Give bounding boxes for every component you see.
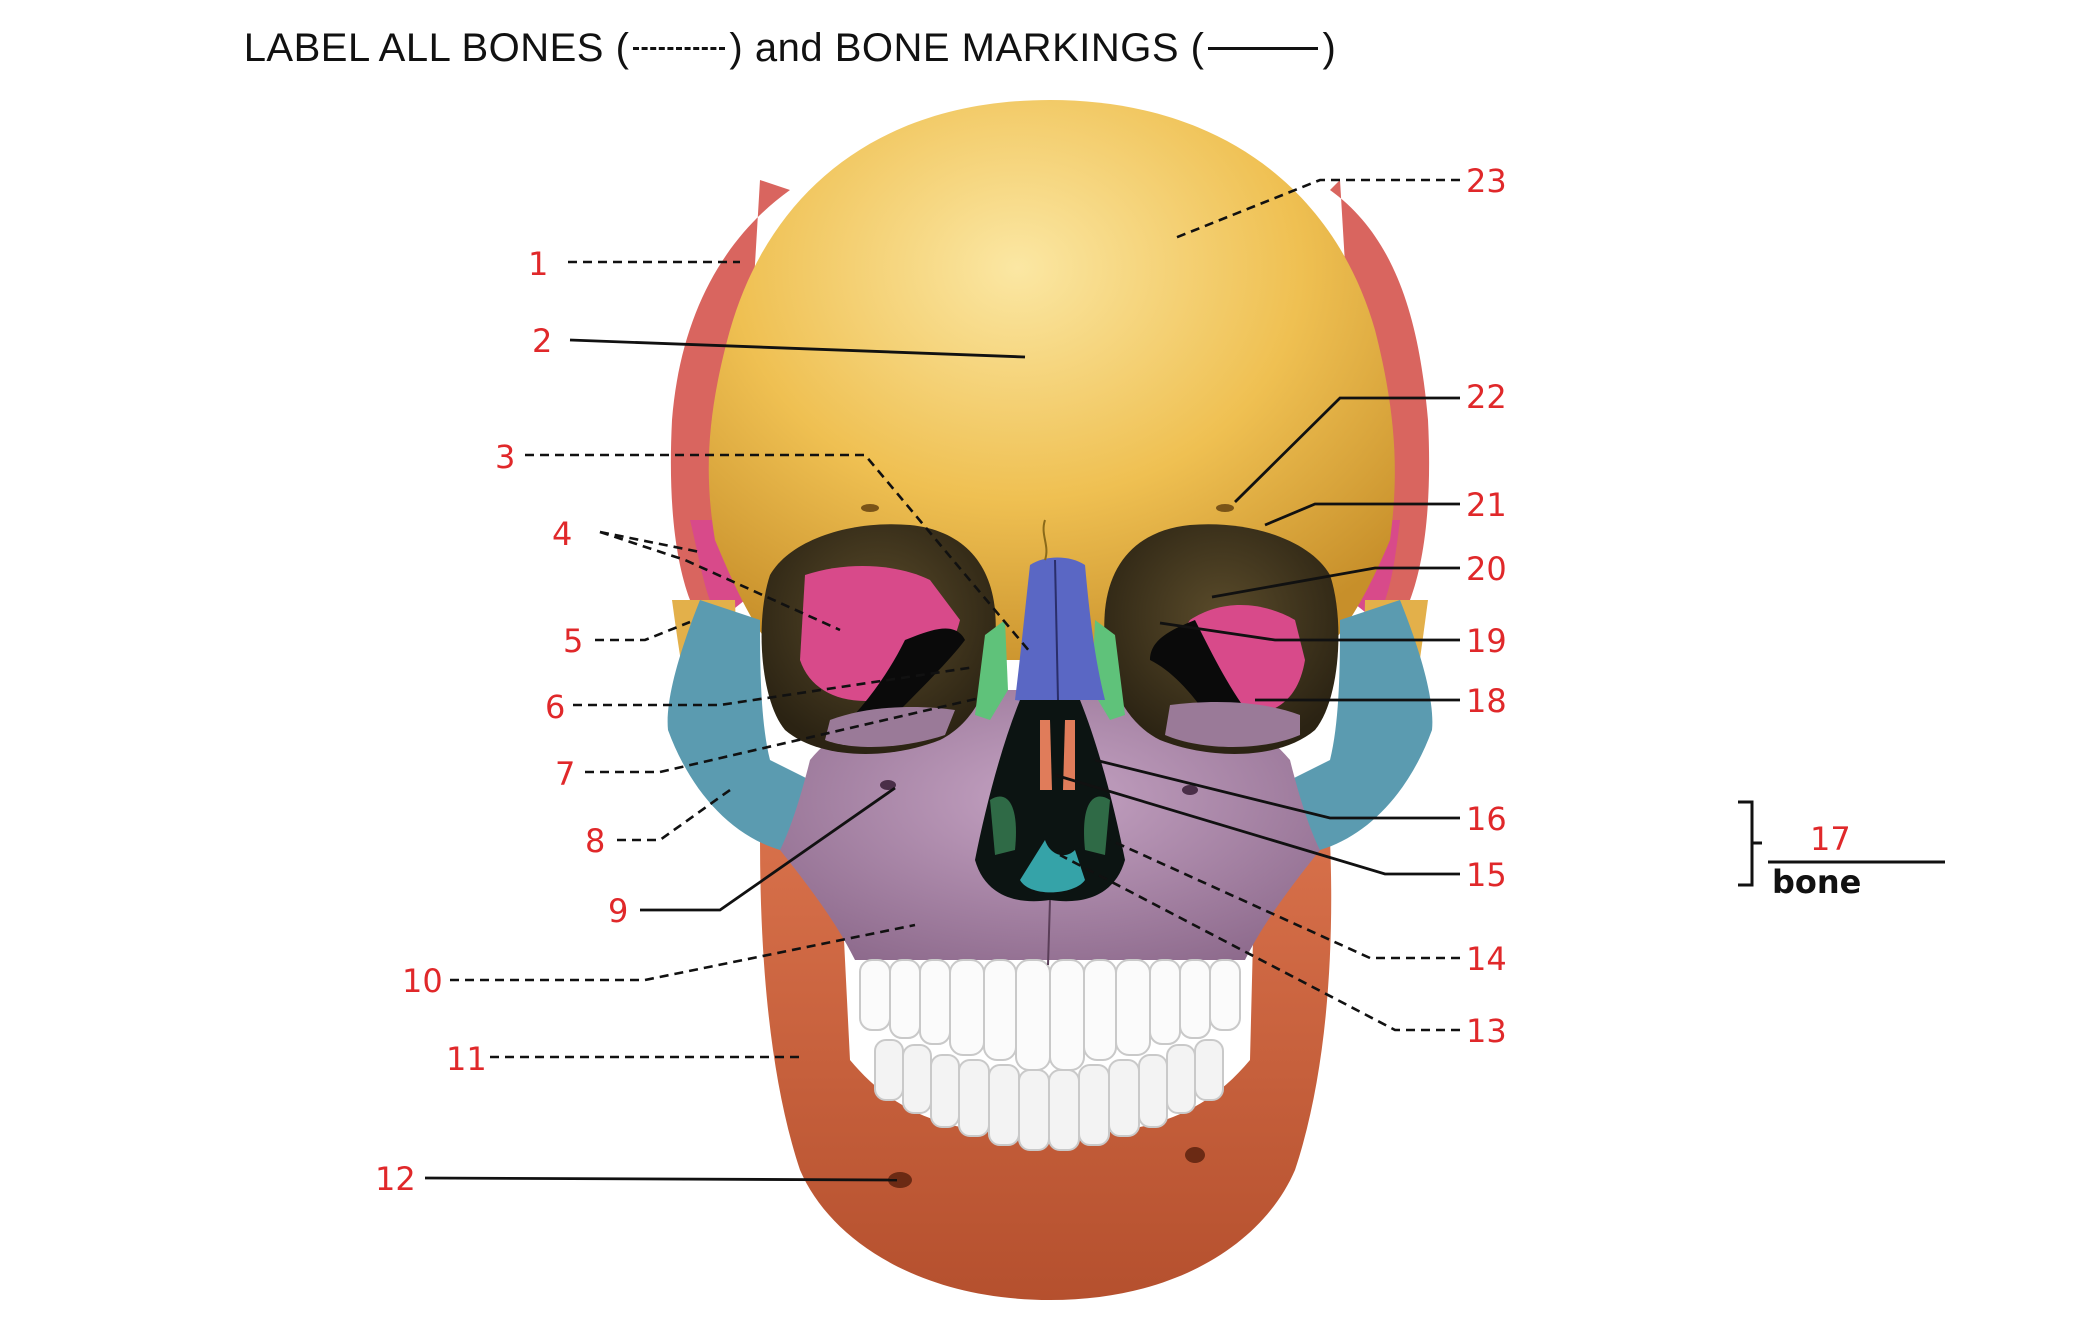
label-12: 12 [375, 1160, 416, 1198]
leader-23 [1174, 178, 1460, 240]
supraorbital-notch-left [861, 504, 879, 512]
intermaxillary-suture [1047, 899, 1051, 966]
label-1: 1 [528, 245, 548, 283]
label-6: 6 [545, 688, 565, 726]
label-21: 21 [1466, 486, 1507, 524]
title-part-1: LABEL ALL BONES ( [243, 26, 630, 70]
leader-5 [595, 620, 691, 642]
nasal-bones [1015, 557, 1105, 705]
leader-21 [1264, 502, 1460, 527]
solid-line-sample [1208, 46, 1319, 50]
label-8: 8 [585, 822, 605, 860]
upper-teeth [859, 959, 1241, 1071]
lower-teeth [874, 1039, 1224, 1151]
nasal-suture [1054, 559, 1059, 701]
label-18: 18 [1466, 682, 1507, 720]
leader-7 [585, 696, 981, 774]
leader-14 [1109, 838, 1460, 960]
skull-illustration [667, 100, 1433, 1300]
orbit-floor-right [1165, 702, 1300, 748]
leader-2 [569, 338, 1026, 359]
infraorbital-foramen-right [1182, 785, 1198, 795]
title-part-2: ) and BONE MARKINGS ( [729, 26, 1205, 70]
supraorbital-notch-right [1216, 504, 1234, 512]
leader-10 [450, 923, 916, 982]
label-2: 2 [532, 322, 552, 360]
label-11: 11 [446, 1040, 487, 1078]
bracket-17: 17 bone [1738, 800, 1945, 901]
label-20: 20 [1466, 550, 1507, 588]
zygomatic-right [1260, 600, 1433, 850]
diagram-title: LABEL ALL BONES ( ) and BONE MARKINGS () [0, 26, 1580, 71]
frontal-bone [708, 100, 1395, 660]
bracket [1738, 800, 1762, 887]
lacrimal-left [975, 620, 1008, 720]
bracket-caption: bone [1772, 863, 1861, 901]
inferior-concha-left [1040, 720, 1052, 790]
inferior-concha-right [1063, 720, 1075, 790]
leader-16 [1094, 758, 1460, 820]
label-17: 17 [1810, 820, 1851, 858]
leader-4a [599, 530, 841, 632]
leader-3 [525, 453, 1031, 653]
label-16: 16 [1466, 800, 1507, 838]
leader-22 [1234, 396, 1460, 503]
label-3: 3 [495, 438, 515, 476]
leader-15 [1054, 773, 1460, 876]
label-19: 19 [1466, 622, 1507, 660]
title-part-3: ) [1322, 26, 1337, 70]
label-15: 15 [1466, 856, 1507, 894]
label-10: 10 [402, 962, 443, 1000]
label-13: 13 [1466, 1012, 1507, 1050]
zygomatic-left [667, 600, 840, 850]
middle-concha-left [990, 796, 1016, 855]
glabella-suture [1042, 519, 1048, 561]
label-23: 23 [1466, 162, 1507, 200]
leader-6 [573, 665, 976, 707]
leader-20 [1211, 566, 1460, 599]
label-14: 14 [1466, 940, 1507, 978]
label-4: 4 [552, 515, 572, 553]
leader-19 [1159, 621, 1460, 642]
orbit-floor-left [825, 707, 955, 747]
mental-foramen-left [888, 1172, 912, 1188]
nasal-cavity [975, 700, 1125, 902]
dashed-line-sample [633, 46, 726, 50]
mental-foramen-right [1185, 1147, 1205, 1163]
leader-4b [599, 530, 701, 554]
label-9: 9 [608, 892, 628, 930]
middle-concha-right [1084, 796, 1110, 855]
leader-13 [1059, 853, 1460, 1032]
label-5: 5 [563, 622, 583, 660]
label-7: 7 [555, 755, 575, 793]
leader-lines [424, 178, 1460, 1182]
superior-orbital-fissure-left [840, 628, 965, 736]
leader-9 [640, 786, 896, 912]
leader-12 [424, 1176, 898, 1182]
vomer [1020, 840, 1085, 893]
infraorbital-foramen-left [880, 780, 896, 790]
number-labels: 1 2 3 4 5 6 7 8 9 10 11 12 13 14 15 16 1… [375, 162, 1507, 1198]
label-22: 22 [1466, 378, 1507, 416]
